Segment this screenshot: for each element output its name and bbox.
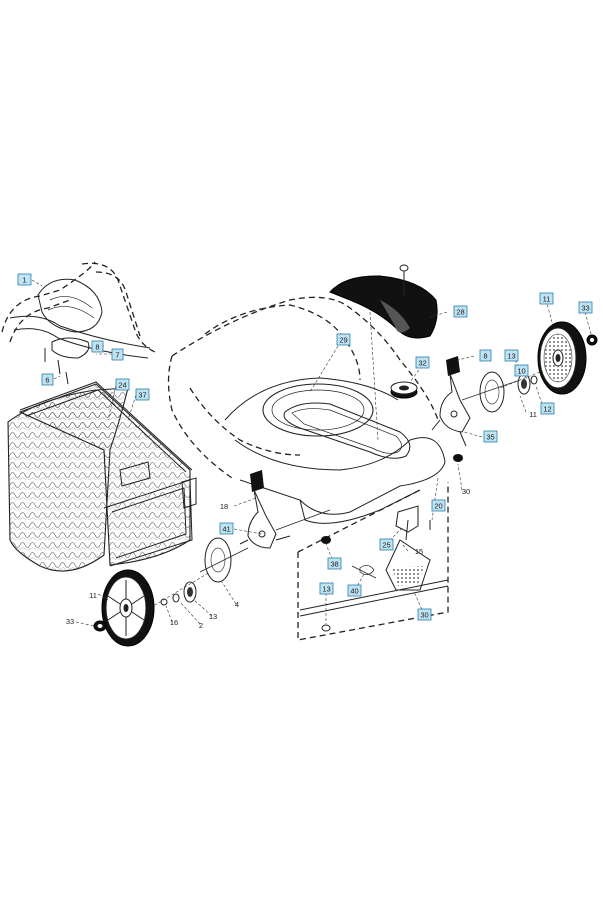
part-label-25: 25: [379, 538, 394, 551]
part-label-10-text: 10: [517, 367, 525, 376]
part-label-38-text: 38: [330, 560, 338, 569]
part-label-13-rear-text: 13: [507, 352, 515, 361]
part-label-30-axle-text: 30: [420, 611, 428, 620]
part-label-1-text: 1: [22, 276, 26, 285]
leader-lines: [31, 279, 592, 627]
part-label-11-plain-rear: 11: [529, 410, 537, 419]
part-label-20-text: 20: [434, 502, 442, 511]
part-label-33-plain: 33: [66, 617, 74, 626]
part-label-11-rear-text: 11: [543, 295, 551, 304]
part-label-37-text: 37: [138, 391, 146, 400]
part-label-13-front-text: 13: [322, 585, 330, 594]
part-label-7: 7: [111, 348, 124, 361]
right-height-adjuster: [431, 356, 471, 447]
part-label-20: 20: [431, 499, 446, 512]
part-label-11-rear: 11: [539, 292, 554, 305]
mower-deck: [167, 296, 446, 524]
part-label-16: 16: [170, 618, 178, 627]
part-label-30-axle: 30: [417, 608, 432, 621]
boxed-labels: 1 8 7 6 24 37 29 28 11 33 32 8 13 10 12 …: [17, 273, 593, 621]
part-label-30-plain: 30: [462, 487, 470, 496]
part-label-8-adjuster: 8: [479, 349, 492, 362]
part-label-1: 1: [17, 273, 32, 286]
right-hubcap: [461, 371, 541, 413]
left-hubcap: [149, 537, 249, 609]
part-label-10: 10: [514, 364, 529, 377]
part-label-35-text: 35: [486, 433, 494, 442]
part-label-12: 12: [540, 402, 555, 415]
left-front-wheel: [93, 569, 155, 647]
part-label-25-text: 25: [382, 541, 390, 550]
grass-catcher-bag: [7, 381, 197, 572]
part-label-28-text: 28: [456, 308, 464, 317]
part-label-40: 40: [347, 584, 362, 597]
part-label-29: 29: [336, 333, 351, 346]
part-label-33-rear: 33: [578, 301, 593, 314]
belt-cover: [329, 264, 438, 441]
part-label-28: 28: [453, 305, 468, 318]
part-label-8-console: 8: [91, 340, 104, 353]
part-label-41: 41: [219, 522, 234, 535]
front-axle-assembly: [297, 454, 463, 641]
part-label-13-front: 13: [319, 582, 334, 595]
part-label-29-text: 29: [339, 336, 347, 345]
part-label-4: 4: [235, 600, 239, 609]
part-label-37: 37: [135, 388, 150, 401]
part-label-11-plain-front: 11: [89, 591, 97, 600]
part-label-33-rear-text: 33: [581, 304, 589, 313]
right-rear-wheel: [537, 321, 598, 395]
part-label-2: 2: [199, 621, 203, 630]
part-label-13-rear: 13: [504, 349, 519, 362]
handle-console: [37, 278, 103, 385]
part-label-35: 35: [483, 430, 498, 443]
part-label-7-text: 7: [115, 351, 119, 360]
part-label-40-text: 40: [350, 587, 358, 596]
left-height-adjuster: [239, 470, 331, 549]
part-label-32-text: 32: [418, 359, 426, 368]
deck-opening: [262, 383, 411, 459]
part-label-8-adjuster-text: 8: [483, 352, 487, 361]
pulley: [390, 381, 418, 399]
part-label-15: 15: [415, 547, 423, 556]
part-label-12-text: 12: [543, 405, 551, 414]
part-label-8-console-text: 8: [95, 343, 99, 352]
plain-labels: 11 30 18 15 11 4 13 2 16 33: [66, 410, 537, 630]
part-label-32: 32: [415, 356, 430, 369]
part-label-6: 6: [41, 373, 54, 386]
part-label-6-text: 6: [45, 376, 49, 385]
part-label-18: 18: [220, 502, 228, 511]
part-label-24-text: 24: [118, 381, 126, 390]
part-label-38: 38: [327, 557, 342, 570]
part-label-24: 24: [115, 378, 130, 391]
part-label-13-plain: 13: [209, 612, 217, 621]
part-label-41-text: 41: [222, 525, 230, 534]
